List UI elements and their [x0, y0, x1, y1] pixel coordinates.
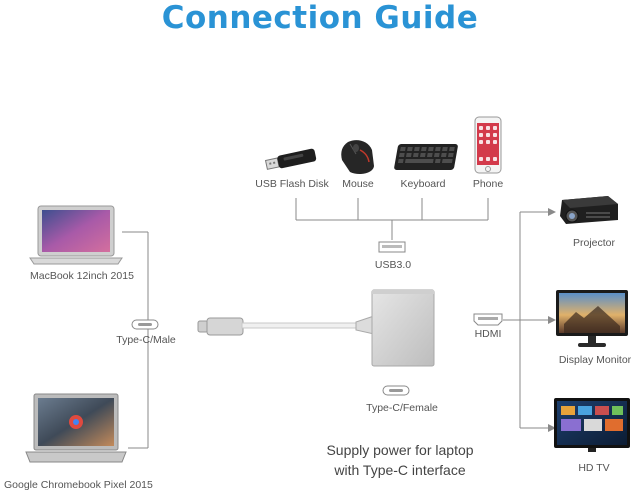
page-title: Connection Guide	[161, 0, 479, 36]
phone-icon	[474, 116, 502, 174]
hdmi-port-icon	[473, 313, 503, 326]
phone-label: Phone	[472, 178, 504, 190]
hdmi-label: HDMI	[474, 328, 502, 340]
chromebook-icon	[25, 393, 127, 463]
type-c-female-label: Type-C/Female	[366, 402, 438, 414]
mouse-label: Mouse	[342, 178, 374, 190]
macbook-icon	[29, 205, 123, 265]
mouse-icon	[341, 140, 374, 174]
usb-flash-disk-icon	[264, 148, 317, 170]
macbook-label: MacBook 12inch 2015	[30, 270, 134, 282]
power-note-line-2: with Type-C interface	[334, 462, 466, 478]
type-c-male-label: Type-C/Male	[116, 334, 176, 346]
projector-label: Projector	[572, 237, 616, 249]
power-note-line-1: Supply power for laptop	[326, 442, 474, 458]
adapter-hub-icon	[197, 289, 435, 367]
power-note: Supply power for laptop with Type-C inte…	[326, 440, 473, 480]
keyboard-icon	[394, 144, 458, 170]
display-monitor-label: Display Monitor	[558, 354, 632, 366]
display-monitor-icon	[556, 290, 628, 347]
usb-flash-disk-label: USB Flash Disk	[255, 178, 329, 190]
hd-tv-icon	[554, 398, 630, 452]
usb-port-label: USB3.0	[374, 259, 412, 271]
usb-port-icon	[378, 241, 406, 253]
chromebook-label: Google Chromebook Pixel 2015	[4, 479, 153, 491]
keyboard-label: Keyboard	[400, 178, 446, 190]
type-c-female-port-icon	[382, 385, 410, 396]
type-c-male-port-icon	[131, 319, 159, 330]
hd-tv-label: HD TV	[578, 462, 610, 474]
projector-icon	[560, 196, 618, 224]
